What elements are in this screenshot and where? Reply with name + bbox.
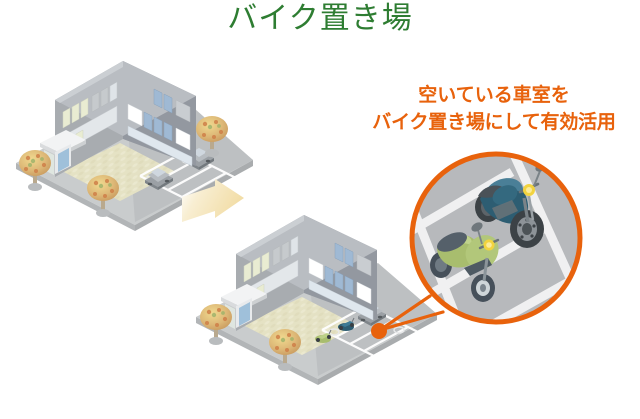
after-building bbox=[221, 215, 377, 331]
before-car-1 bbox=[145, 168, 173, 190]
before-building bbox=[40, 61, 196, 177]
callout-line-1: 空いている車室を bbox=[418, 85, 570, 106]
transition-arrow bbox=[182, 179, 244, 222]
after-motorcycle-blue bbox=[338, 317, 355, 331]
callout-connector bbox=[371, 294, 445, 339]
page-title: バイク置き場 bbox=[227, 2, 413, 35]
callout-anchor-dot bbox=[371, 323, 387, 339]
magnifier-ring bbox=[409, 151, 583, 325]
magnified-motorcycle bbox=[475, 162, 547, 248]
after-scooter-green bbox=[315, 329, 332, 343]
magnifier bbox=[409, 151, 583, 325]
magnifier-content bbox=[412, 154, 580, 322]
after-tree-2 bbox=[269, 329, 301, 371]
after-entrance bbox=[221, 284, 267, 329]
before-plaza bbox=[62, 143, 176, 201]
scene-after bbox=[196, 215, 437, 385]
after-tree-1 bbox=[200, 304, 232, 345]
before-tree-3 bbox=[196, 116, 228, 157]
scene-before bbox=[16, 61, 253, 231]
callout-text: 空いている車室を バイク置き場にして有効活用 bbox=[350, 82, 638, 136]
before-windows-right bbox=[127, 88, 193, 167]
before-tree-1 bbox=[19, 150, 51, 191]
after-windows-right bbox=[308, 242, 374, 321]
before-tree-2 bbox=[87, 175, 119, 217]
callout-line-2: バイク置き場にして有効活用 bbox=[372, 112, 616, 133]
magnified-scooter bbox=[430, 222, 500, 302]
